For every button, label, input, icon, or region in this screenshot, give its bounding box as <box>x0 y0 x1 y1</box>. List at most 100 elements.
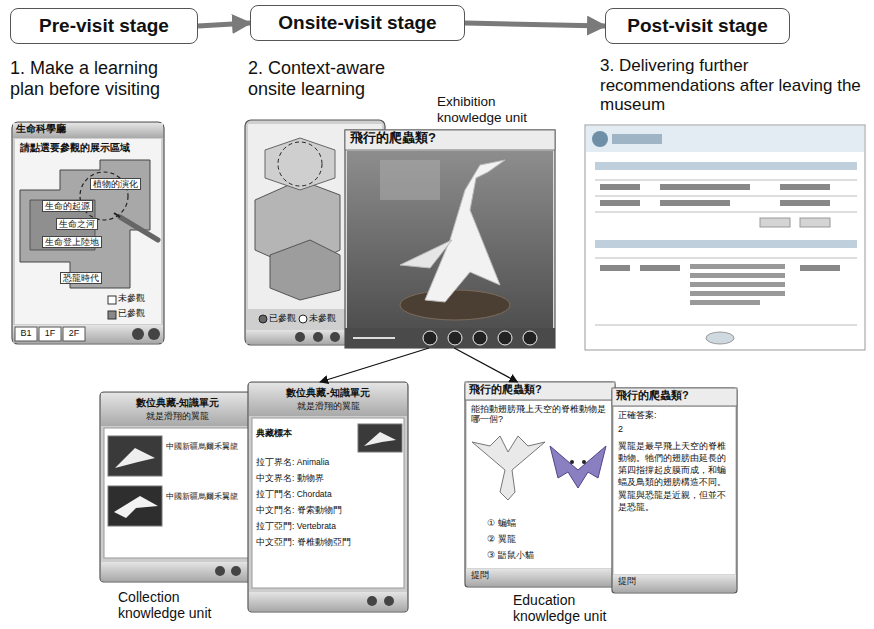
screen-area <box>614 407 735 574</box>
screen-title: 數位典藏-知識單元 <box>100 397 255 409</box>
floor-button-text: 1F <box>39 328 61 338</box>
screen-title: 飛行的爬蟲類? <box>350 131 550 146</box>
text-block <box>690 291 785 296</box>
bat-eye <box>570 460 574 464</box>
screen-area <box>252 418 404 588</box>
record-field: 中文亞門: 脊椎動物亞門 <box>256 538 404 548</box>
unit-caption: Education knowledge unit <box>513 592 623 624</box>
screen-title: 生命科學廳 <box>16 123 136 135</box>
map-label: 植物的演化 <box>90 178 141 190</box>
web-header <box>586 126 864 152</box>
stage-title: Onsite-visit stage <box>278 12 436 34</box>
title-tab <box>465 382 615 400</box>
screen-area <box>15 139 161 324</box>
table-cell <box>600 184 640 190</box>
toolbar-button <box>473 331 487 345</box>
plan-map-screen: 生命科學廳請點選要參觀的展示區域植物的演化生命的起源生命之河生命登上陸地恐龍時代… <box>12 122 164 344</box>
web-logo-text <box>612 134 662 144</box>
screen-subtitle: 就是滑翔的翼龍 <box>248 401 408 411</box>
table-rule <box>595 196 857 197</box>
exhibit-photo <box>347 151 553 328</box>
stage-box: Onsite-visit stage <box>250 5 465 41</box>
text-block <box>690 300 760 305</box>
bottom-bar <box>613 575 736 592</box>
toolbar-button <box>448 331 462 345</box>
title-bar <box>101 393 254 426</box>
legend-text: 已參觀 <box>269 313 296 323</box>
collection-detail-screen: 數位典藏-知識單元就是滑翔的翼龍典藏標本拉丁界名: Animalia中文界名: … <box>248 382 408 612</box>
thumbnail <box>108 486 162 526</box>
location-circle <box>278 142 322 186</box>
title-tab <box>612 388 737 406</box>
table-cell <box>780 184 830 190</box>
icon-button <box>132 328 144 340</box>
section-heading: 典藏標本 <box>256 428 346 438</box>
pterosaur-wing <box>400 240 452 268</box>
question-text: 能拍動翅膀飛上天空的脊椎動物是哪一個? <box>471 404 609 425</box>
button-text: 提問 <box>618 576 658 586</box>
floor-plan <box>270 240 340 300</box>
toolbar-button <box>523 331 537 345</box>
legend-swatch-unvisited <box>108 296 116 304</box>
instruction-text: 請點選要參觀的展示區域 <box>20 142 160 154</box>
table-header <box>595 240 857 248</box>
stage-arrow <box>465 23 605 26</box>
table-rule <box>595 258 857 259</box>
stage-description: 2. Context-aware onsite learning <box>248 58 428 99</box>
web-button <box>706 332 734 344</box>
table-header <box>595 162 857 170</box>
screen-title: 飛行的爬蟲類? <box>469 383 611 396</box>
legend-text: 未參觀 <box>309 313 336 323</box>
stage-description: 3. Delivering further recommendations af… <box>600 56 868 115</box>
toolbar-button <box>423 331 437 345</box>
floor-button <box>39 327 61 341</box>
answer-text: 翼龍是最早飛上天空的脊椎動物。牠們的翅膀由延長的第四指撐起皮膜而成，和蝙蝠及鳥類… <box>618 440 731 513</box>
answer-number: 2 <box>618 424 638 434</box>
screen-title: 飛行的爬蟲類? <box>616 389 733 402</box>
title-bar <box>13 123 163 138</box>
collection-list-screen: Collection knowledge unit數位典藏-知識單元就是滑翔的翼… <box>100 392 255 582</box>
bat-eye <box>582 460 586 464</box>
stage-arrow <box>198 23 250 26</box>
record-field: 中文界名: 動物界 <box>256 474 404 484</box>
onsite-map-screen: 已參觀 未參觀 <box>245 120 385 345</box>
floor-plan <box>265 138 335 190</box>
floor-button-text: 2F <box>63 328 85 338</box>
answer-option: ① 蝙蝠 <box>487 518 597 528</box>
bottom-bar <box>249 592 407 611</box>
table-cell <box>660 184 750 190</box>
stage-box: Pre-visit stage <box>10 8 198 44</box>
stage-title: Pre-visit stage <box>39 15 169 37</box>
exhibition-screen: Exhibition knowledge unit飛行的爬蟲類? <box>345 130 555 348</box>
web-page-screenshot <box>585 125 865 350</box>
stage-box: Post-visit stage <box>605 8 790 44</box>
device-frame <box>248 382 408 612</box>
stage-title: Post-visit stage <box>627 15 767 37</box>
education-answer-screen: 飛行的爬蟲類?正確答案:2翼龍是最早飛上天空的脊椎動物。牠們的翅膀由延長的第四指… <box>612 388 737 593</box>
stylus-tip <box>114 213 120 217</box>
thumbnail-pterosaur <box>115 448 155 468</box>
floor-button-text: B1 <box>15 328 37 338</box>
record-field: 拉丁門名: Chordata <box>256 490 404 500</box>
title-bar <box>249 383 407 416</box>
radio-mark <box>259 315 267 323</box>
map-label: 生命之河 <box>56 218 98 230</box>
nest <box>400 290 510 320</box>
legend-text: 未參觀 <box>118 293 145 303</box>
icon-button <box>384 596 394 606</box>
table-cell <box>600 265 630 271</box>
radio-mark <box>299 315 307 323</box>
bird-drawing <box>472 436 545 500</box>
bat-drawing <box>550 446 606 488</box>
table-cell <box>600 200 640 206</box>
stylus-pen <box>120 217 158 240</box>
thumbnail-pterosaur <box>114 496 158 518</box>
icon-button <box>215 566 225 576</box>
icon-button <box>367 596 377 606</box>
table-cell <box>800 265 840 271</box>
floor-button <box>63 327 85 341</box>
stage-description: 1. Make a learning plan before visiting <box>10 58 190 99</box>
legend-swatch-visited <box>108 311 116 319</box>
pterosaur-model <box>425 160 505 302</box>
